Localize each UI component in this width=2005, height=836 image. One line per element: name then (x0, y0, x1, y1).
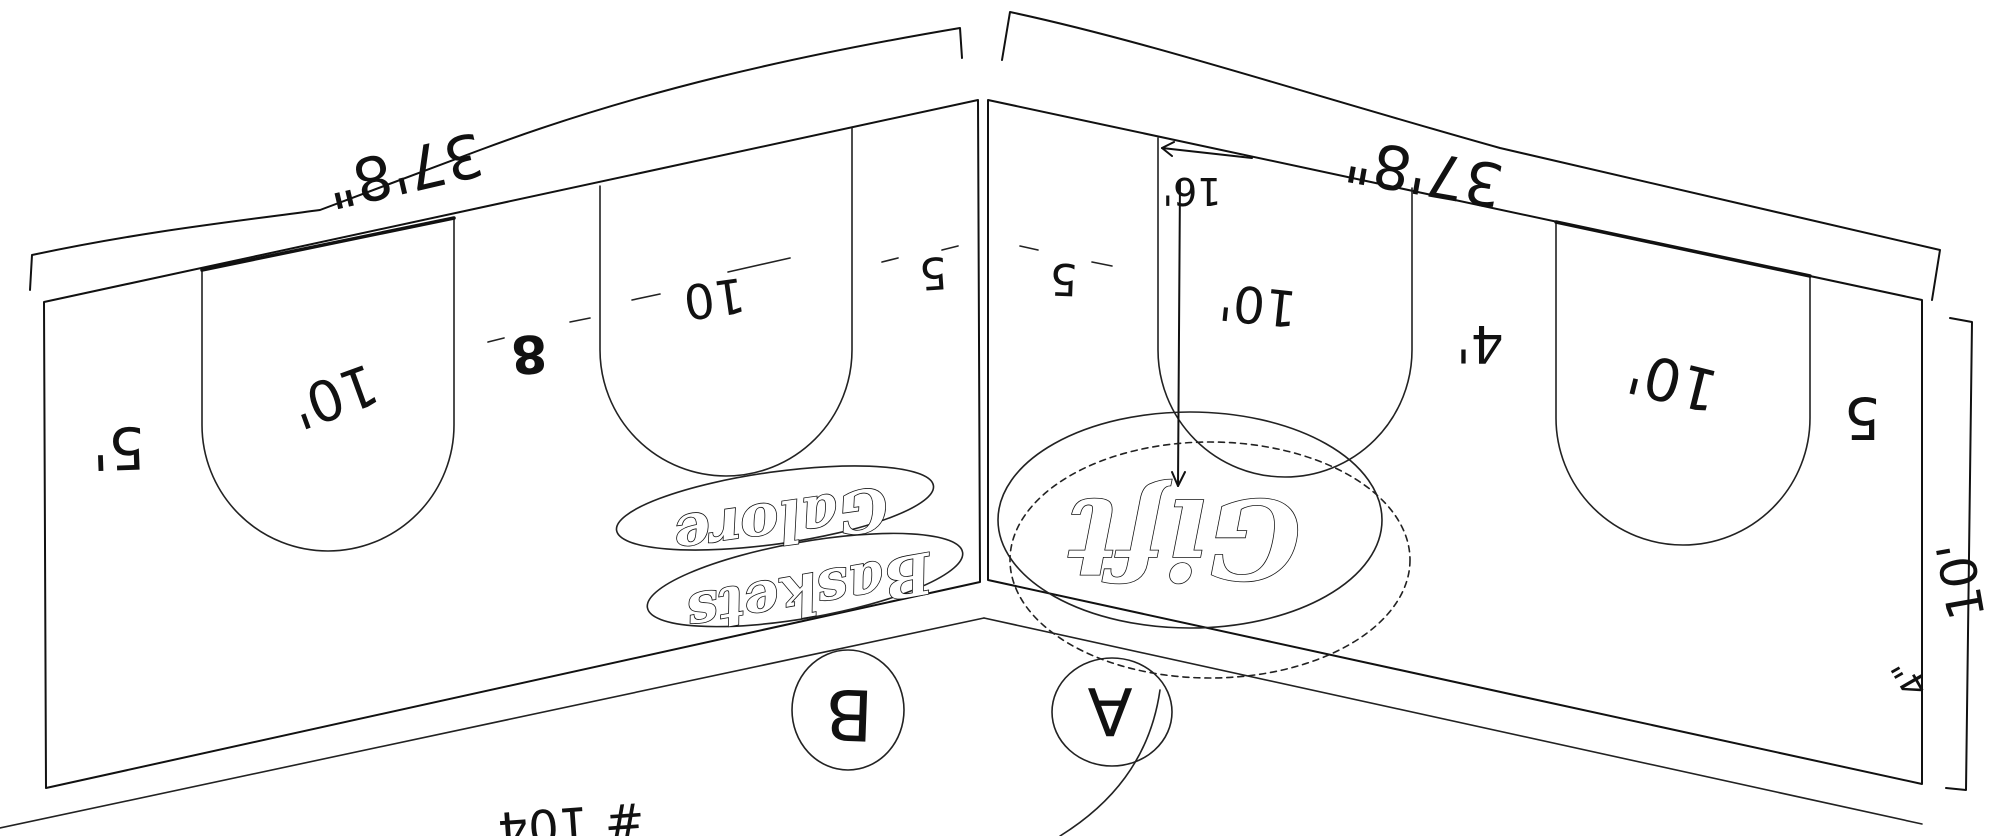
right-arch-2-dim: 10' (1621, 338, 1725, 426)
marker-b-label: B (824, 672, 875, 756)
sheet-note: # 104 (496, 791, 647, 836)
left-overall-width: 37'8" (319, 118, 489, 222)
right-corner-dim: 5 (1049, 253, 1079, 305)
marker-a-label: A (1087, 672, 1132, 749)
gift-sign-outer (1009, 441, 1411, 679)
baskets-sign-oval (646, 532, 964, 628)
marker-a-tail (1059, 689, 1161, 836)
left-gap-dashes (487, 245, 959, 343)
height-bracket (1945, 317, 1973, 791)
gift-sign-text: Gift (1067, 474, 1301, 603)
left-width-bracket (29, 27, 963, 291)
left-arch-2-dim: 10 (680, 266, 748, 330)
right-width-bracket (1001, 11, 1941, 301)
left-arch-2 (599, 127, 853, 477)
left-corner-dim: 5 (917, 246, 948, 299)
right-overall-width: 37'8" (1340, 123, 1508, 219)
left-gap-dim: 8 (509, 322, 549, 384)
left-wall-panel (43, 99, 981, 789)
gift-sign-oval (997, 411, 1383, 629)
left-arch-1-dim: 10' (282, 350, 386, 441)
right-gap-dim: 4' (1456, 313, 1503, 373)
right-arch-2 (1555, 221, 1811, 546)
marker-a-circle (1051, 657, 1173, 767)
floor-line-right (983, 617, 1923, 825)
left-arch-1 (201, 217, 455, 552)
marker-b-circle (791, 649, 905, 771)
right-arch-1-dim: 10' (1217, 272, 1300, 338)
right-gap-dashes (1019, 245, 1113, 267)
galore-sign-oval (615, 465, 935, 551)
right-top-offset-dim: 16' (1163, 169, 1222, 213)
height-partial-dim: 4" (1884, 651, 1937, 703)
left-edge-dim: 5' (91, 413, 146, 483)
leader-line (1161, 147, 1253, 487)
right-arch-2-top (1554, 220, 1812, 278)
right-arch-1 (1157, 137, 1413, 478)
right-edge-dim: 5 (1844, 384, 1881, 452)
height-dim: 10' (1926, 538, 1997, 624)
floor-line-left (0, 617, 985, 829)
arrow-head-icon (1161, 141, 1186, 487)
left-arch-1-top (200, 216, 456, 272)
